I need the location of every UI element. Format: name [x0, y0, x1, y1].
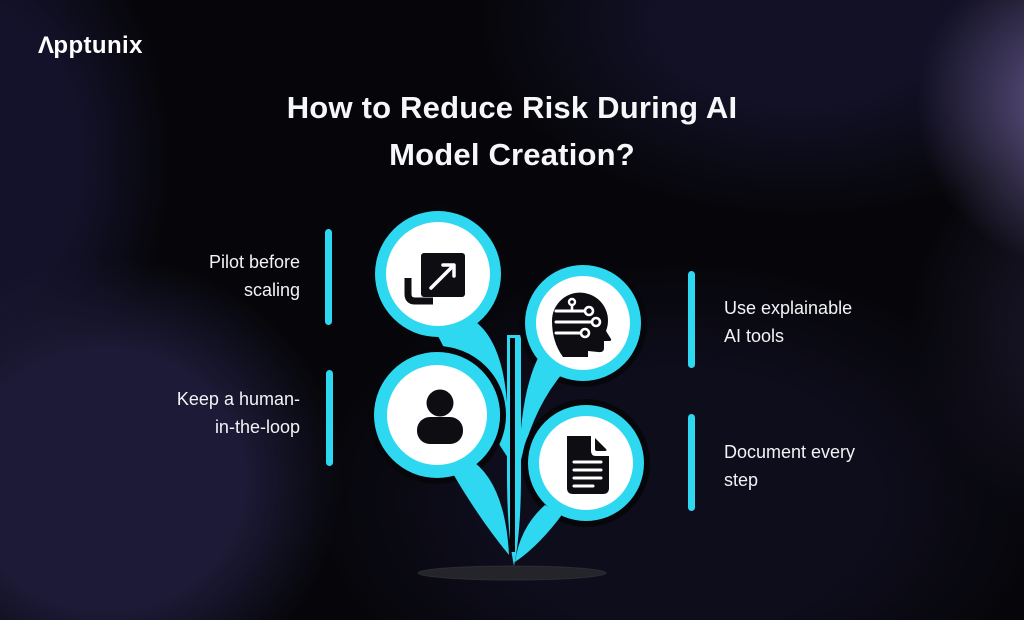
leaf-explainable: [519, 259, 647, 468]
accent-bar-pilot: [325, 229, 332, 325]
label-document-line2: step: [724, 470, 759, 490]
brand-logo-mark: Λ: [38, 32, 55, 59]
label-document-step: Document every step: [724, 438, 934, 494]
page-title-line1: How to Reduce Risk During AI: [286, 90, 738, 125]
accent-bar-document: [688, 414, 695, 511]
accent-bar-human: [326, 370, 333, 466]
label-explainable-line2: AI tools: [724, 326, 785, 346]
label-document-line1: Document every: [724, 442, 856, 462]
user-icon: [417, 389, 463, 444]
label-human-line2: in-the-loop: [214, 417, 300, 437]
leaf-document: [515, 399, 650, 562]
ground-shadow: [417, 565, 607, 581]
label-pilot-before-scaling: Pilot before scaling: [100, 248, 300, 304]
label-human-in-the-loop: Keep a human- in-the-loop: [100, 385, 300, 441]
ai-head-icon: [551, 292, 612, 357]
leaf-human: [368, 346, 509, 555]
label-pilot-line2: scaling: [243, 280, 300, 300]
document-icon: [567, 436, 609, 494]
label-explainable-ai: Use explainable AI tools: [724, 294, 934, 350]
brand-logo-text: pptunix: [53, 32, 143, 59]
label-explainable-line1: Use explainable: [724, 298, 853, 318]
page-title-line2: Model Creation?: [389, 137, 635, 172]
scale-icon: [404, 253, 465, 305]
page-title: How to Reduce Risk During AI Model Creat…: [0, 84, 1024, 178]
label-pilot-line1: Pilot before: [208, 252, 300, 272]
accent-bar-explainable: [688, 271, 695, 368]
label-human-line1: Keep a human-: [176, 389, 300, 409]
